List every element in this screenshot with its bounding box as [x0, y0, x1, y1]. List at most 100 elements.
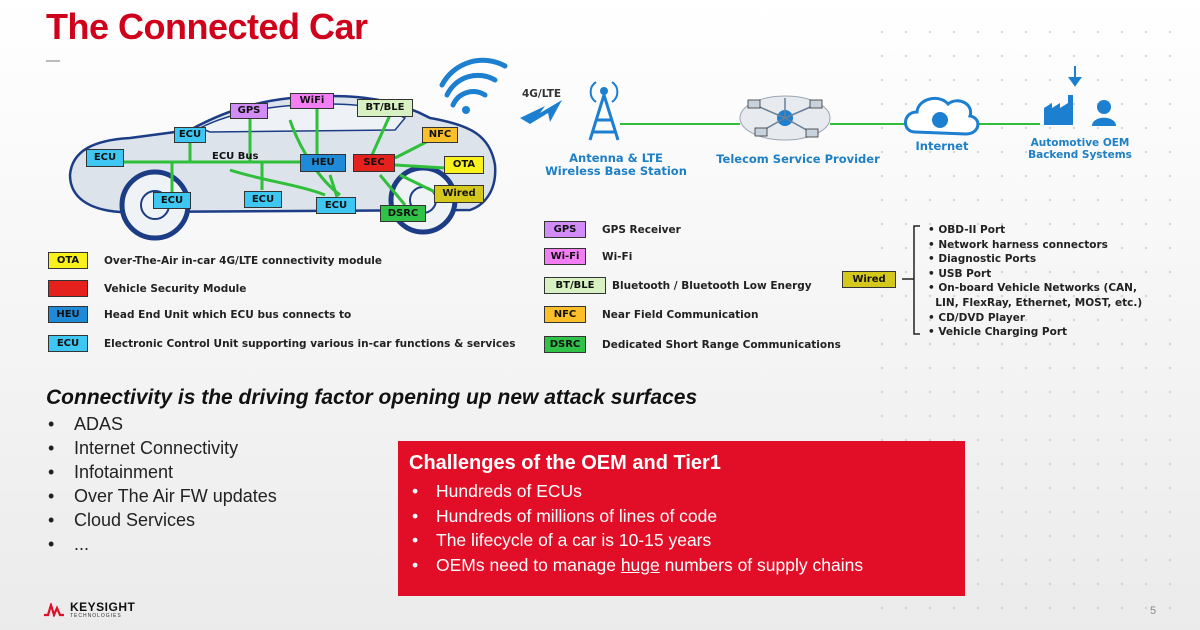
list-item: •Internet Connectivity — [48, 438, 277, 462]
logo-subtitle: TECHNOLOGIES — [70, 613, 122, 619]
ecu-bus-label: ECU Bus — [212, 151, 259, 162]
nfc-tag: NFC — [422, 127, 458, 143]
bullet: • — [48, 510, 55, 530]
keysight-wave-icon — [44, 603, 64, 617]
wired-legend-tag: Wired — [842, 271, 896, 288]
list-item: • The lifecycle of a car is 10-15 years — [409, 530, 965, 555]
legend-row-dsrc: DSRC Dedicated Short Range Communication… — [544, 336, 841, 353]
list-item-text: Internet Connectivity — [74, 438, 239, 458]
bt-ble-tag: BT/BLE — [357, 99, 413, 117]
wired-tag-car: Wired — [434, 185, 484, 203]
bullet: • — [412, 505, 419, 526]
emphasis-text: huge — [620, 554, 660, 575]
legend-text: GPS Receiver — [602, 223, 681, 236]
legend-row-bt: BT/BLE Bluetooth / Bluetooth Low Energy — [544, 277, 812, 294]
connectivity-heading: Connectivity is the driving factor openi… — [46, 386, 698, 409]
text-fragment: numbers of supply chains — [659, 554, 864, 575]
legend-tag: HEU — [48, 306, 88, 323]
wired-item: LIN, FlexRay, Ethernet, MOST, etc.) — [928, 296, 1143, 309]
bullet: • — [412, 530, 419, 550]
wired-item: • Network harness connectors — [928, 238, 1108, 251]
bullet: • — [48, 486, 55, 506]
gps-tag: GPS — [230, 103, 268, 119]
keysight-logo: KEYSIGHT TECHNOLOGIES — [44, 601, 135, 619]
legend-tag: DSRC — [544, 336, 586, 353]
wired-bracket — [902, 225, 920, 335]
list-item: • Hundreds of millions of lines of code — [409, 506, 965, 531]
list-item: • Infotainment — [48, 462, 277, 486]
telecom-network-icon — [739, 95, 831, 141]
legend-text: Near Field Communication — [602, 308, 759, 321]
dsrc-tag: DSRC — [380, 205, 426, 222]
lte-lightning-icon — [520, 100, 562, 124]
legend-text: Vehicle Security Module — [104, 282, 247, 295]
legend-tag: GPS — [544, 221, 586, 238]
wired-item: • Diagnostic Ports — [928, 253, 1037, 266]
wired-item: • Vehicle Charging Port — [928, 326, 1068, 339]
logo-wordmark: KEYSIGHT — [70, 600, 136, 614]
wired-item: • OBD-II Port — [928, 224, 1006, 236]
challenges-list: •Hundreds of ECUs •Hundreds of millions … — [409, 481, 965, 579]
list-item: • ADAS — [48, 414, 277, 438]
list-item-text: Hundreds of ECUs — [436, 481, 582, 501]
antenna-tower-icon — [588, 81, 620, 141]
legend-tag: SEC — [48, 280, 88, 297]
oem-backend-label: Automotive OEM Backend Systems — [1028, 137, 1132, 162]
list-item-text: ... — [74, 534, 90, 554]
legend-row-nfc: NFC Near Field Communication — [544, 306, 758, 323]
legend-tag: ECU — [48, 335, 88, 352]
ota-tag: OTA — [444, 156, 484, 174]
legend-row-gps: GPS GPS Receiver — [544, 221, 681, 238]
factory-icon — [1044, 95, 1073, 125]
wired-item: • On-board Vehicle Networks (CAN, — [928, 282, 1137, 295]
list-item: • Cloud Services — [48, 510, 277, 534]
ecu-mid-tag: ECU — [244, 191, 282, 208]
wired-item: • CD/DVD Player — [928, 311, 1026, 324]
title-divider — [46, 60, 60, 62]
legend-tag: BT/BLE — [544, 277, 606, 294]
telecom-label: Telecom Service Provider — [716, 152, 880, 166]
legend-text: Electronic Control Unit supporting vario… — [104, 337, 516, 350]
ecu-left-tag: ECU — [86, 149, 124, 167]
sec-tag: SEC — [353, 154, 395, 172]
internet-cloud-icon — [904, 96, 980, 136]
list-item-text: OEMs need to manage huge numbers of supp… — [436, 555, 863, 580]
list-item-text: ADAS — [74, 414, 124, 434]
list-item-text: The lifecycle of a car is 10-15 years — [436, 530, 712, 550]
ecu-top-tag: ECU — [174, 127, 206, 143]
connectivity-list: •ADAS •Internet Connectivity •Infotainme… — [48, 414, 277, 558]
text-fragment: OEMs need to manage — [436, 554, 621, 575]
ecu-wheel-tag: ECU — [153, 192, 191, 209]
legend-row-wifi: Wi-Fi Wi-Fi — [544, 248, 632, 265]
list-item: • OEMs need to manage huge numbers of sup… — [409, 555, 965, 580]
person-icon — [1092, 100, 1116, 126]
list-item: •... — [48, 534, 277, 558]
wired-items-list: • OBD-II Port • Network harness connecto… — [928, 223, 1142, 340]
list-item-text: Cloud Services — [74, 510, 196, 530]
bullet: • — [48, 414, 55, 434]
legend-tag: OTA — [48, 252, 88, 269]
internet-label: Internet — [915, 139, 969, 153]
bullet: • — [48, 462, 55, 482]
legend-text: Head End Unit which ECU bus connects to — [104, 308, 352, 321]
legend-row-heu: HEU Head End Unit which ECU bus connects… — [48, 306, 351, 323]
list-item: • Over The Air FW updates — [48, 486, 277, 510]
legend-text: Over-The-Air in-car 4G/LTE connectivity … — [104, 254, 383, 267]
down-arrow-icon — [1068, 66, 1082, 87]
page-number: 5 — [1150, 605, 1157, 617]
legend-tag: Wi-Fi — [544, 248, 586, 265]
bullet: • — [48, 534, 55, 554]
list-item: •Hundreds of ECUs — [409, 481, 965, 506]
legend-text: Dedicated Short Range Communications — [602, 338, 841, 351]
ecu-bottom-tag: ECU — [316, 197, 356, 214]
wifi-signal-icon — [439, 57, 508, 108]
page-title: The Connected Car — [46, 6, 368, 47]
wifi-tag: WiFi — [290, 93, 334, 109]
list-item-text: Infotainment — [74, 462, 174, 482]
list-item-text: Hundreds of millions of lines of code — [436, 505, 718, 526]
challenges-box: Challenges of the OEM and Tier1 •Hundred… — [398, 441, 965, 596]
legend-text: Wi-Fi — [602, 250, 633, 263]
bullet: • — [412, 554, 419, 575]
list-item-text: Over The Air FW updates — [74, 486, 277, 506]
legend-tag: NFC — [544, 306, 586, 323]
